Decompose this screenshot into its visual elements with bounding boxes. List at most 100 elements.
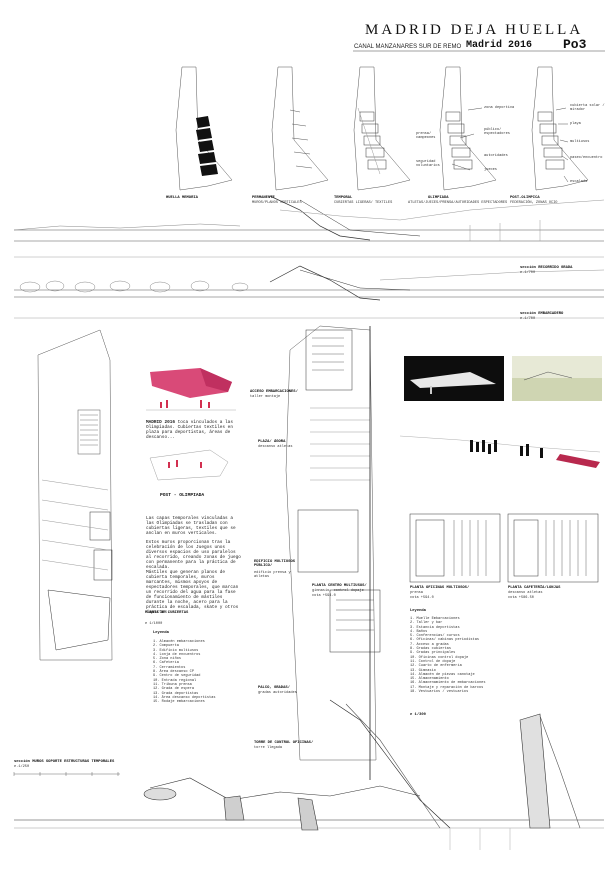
concept-text-3: Estos muros proporcionan tras la celebra… (146, 540, 241, 570)
phase-caption-temporal: CUBIERTAS LIGERAS/ TEXTILES (334, 201, 393, 205)
legend-title-left: Leyenda (153, 631, 169, 635)
section-1-scale: e.1/700 (520, 271, 536, 275)
plan-oficinas-title: PLANTA OFICINAS MULTIUSOS/ (410, 586, 470, 590)
plan-cafeteria-sub: descanso atletas (508, 591, 543, 595)
legend-left-item: 1. Almacén embarcaciones (153, 640, 205, 644)
concept-text-4: Mástiles que generan planos de cubierta … (146, 570, 239, 615)
legend-title-right: Leyenda (410, 609, 426, 613)
callout-edificio-sub: edificio prensa y atletas (254, 571, 291, 580)
legend-right-item: 13. Gimnasio (410, 668, 436, 673)
legend-right-item: 2. Taller y bar (410, 621, 443, 626)
section-bottom-scale: e.1/250 (14, 765, 30, 769)
legend-right-item: 10. Oficinas control dopaje (410, 655, 469, 660)
legend-right-item: 6. Oficinas/ cabinas periodistas (410, 638, 480, 643)
phase-title-huella: HUELLA MEMORIA (166, 196, 198, 200)
sheet-code: Po3 (563, 37, 587, 52)
label-cubierta-solar: cubierta solar / mirador (570, 104, 605, 113)
label-playa: playa (570, 122, 581, 126)
label-zona-deportiva: zona deportiva (484, 106, 515, 110)
phase-title-post: POST-OLIMPICA (510, 196, 540, 200)
legend-right-item: 7. Acceso a gradas (410, 642, 449, 647)
phase-title-temporal: TEMPORAL (334, 196, 353, 200)
plan-cafeteria-lonjas (507, 513, 599, 583)
scale-bar (13, 772, 120, 776)
legend-left-item: 15. Rodaje embarcaciones (153, 700, 205, 705)
legend-left-item: 8. Área descanso CP (153, 670, 194, 675)
legend-left-item: 5. Zona niños (153, 657, 182, 662)
plan-oficinas-multiusos (409, 513, 501, 583)
plan-oficinas-cota: cota +594.0 (410, 596, 434, 600)
legend-right-item: 11. Control de dopaje (410, 659, 456, 664)
legend-right-item: 5. Conferencias/ cursos (410, 634, 460, 639)
legend-right-item: 18. Vestuarios / vestuarios (410, 690, 469, 695)
plan-cubiertas-scale: e 1/1000 (145, 622, 163, 626)
plan-cafeteria-cota: cota +586.50 (508, 596, 534, 600)
callout-edificio: EDIFICIO MULTIUSOS PÚBLICO/ (254, 560, 296, 569)
callout-acceso: ACCESO EMBARCACIONES/ (250, 390, 298, 394)
label-escalada: escalada (570, 180, 588, 184)
concept-text-1: MADRID 2016 toca vinculados a las Olimpi… (146, 420, 242, 440)
legend-left-item: 4. Lonja de encuentros (153, 652, 201, 657)
legend-left-item: 9. Centro de seguridad (153, 674, 201, 679)
legend-left-item: 10. Entrada regional (153, 678, 197, 683)
concept-heading-2: POST - OLIMPIADA (160, 493, 205, 498)
phase-caption-post: FEDERACIÓN, ZONAS OCIO (510, 201, 558, 205)
legend-right-item: 8. Gradas cubiertas (410, 647, 451, 652)
phase-diagram-post-olimpica (531, 66, 589, 191)
project-subtitle: CANAL MANZANARES SUR DE REMO (354, 44, 462, 50)
callout-acceso-sub: taller montaje (250, 395, 281, 399)
callout-plaza-sub: descanso atletas (258, 445, 293, 449)
legend-right-item: 15. Almacenamiento (410, 677, 449, 682)
callout-palco: PALCO, GRADAS/ (258, 686, 290, 690)
section-recorrido-grada (13, 195, 605, 242)
legend-left-item: 2. Compuerta (153, 644, 179, 649)
legend-left-item: 6. Cafetería (153, 661, 179, 666)
legend-left-item: 14. Área descanso deportistas (153, 695, 216, 700)
label-jueces: jueces (484, 168, 497, 172)
render-night (404, 356, 504, 401)
phase-title-permanente: PERMANENTE (252, 196, 275, 200)
callout-plaza: PLAZA/ ÁGORA (258, 440, 286, 444)
phase-title-olimpiada: OLIMPIADA (428, 196, 449, 200)
callout-torre-sub: torre llegada (254, 746, 283, 750)
legend-right-item: 16. Almacenamiento de embarcaciones (410, 681, 486, 686)
legend-left-item: 7. Cerramientos (153, 665, 186, 670)
legend-right-item: 4. Baños (410, 629, 428, 634)
section-bottom-label: sección MUROS SOPORTE ESTRUCTURAS TEMPOR… (14, 760, 115, 764)
concept-membrane-pink (146, 368, 236, 411)
legend-left-item: 12. Grada de espera (153, 687, 194, 692)
phase-diagram-permanente (271, 66, 329, 191)
legend-right-item: 14. Almacén de piezas canotaje (410, 672, 475, 677)
section-1-label: sección RECORRIDO GRADA (520, 266, 573, 270)
concept-body-1: toca vinculados a las Olimpiadas. Cubier… (146, 420, 233, 440)
phase-diagram-huella (175, 66, 233, 191)
legend-right-item: 12. Cuarto de enfermería (410, 664, 462, 669)
concept-heading-1: MADRID 2016 (146, 420, 175, 425)
plan-oficinas-sub: prensa (410, 591, 423, 595)
callout-centro-sub: gimnasio, control dopaje (312, 589, 364, 593)
section-2-label: sección EMBARCADERO (520, 312, 564, 316)
legend-right-item: 17. Montaje y reparación de barcos (410, 685, 484, 690)
master-plan (285, 325, 381, 761)
legend-right-item: 3. Estancia deportistas (410, 625, 460, 630)
section-embarcadero (14, 265, 605, 301)
event-name: Madrid 2016 (466, 40, 533, 51)
right-scale: e 1/300 (410, 713, 426, 717)
site-plan-cubiertas (37, 329, 113, 661)
legend-right-item: 1. Muelle Embarcaciones (410, 617, 460, 621)
section-muros-soporte (14, 699, 604, 850)
callout-torre: TORRE DE CONTROL OFICINAS/ (254, 741, 314, 745)
plan-cubiertas-title: PLANTA DE CUBIERTAS (145, 611, 189, 615)
phase-caption-olimpiada: ATLETAS/JUECES/PRENSA/AUTORIDADES ESPECT… (408, 201, 508, 205)
callout-centro: PLANTA CENTRO MULTIUSOS/ (312, 584, 367, 588)
plan-cafeteria-title: PLANTA CAFETERÍA/LONJAS (508, 586, 561, 590)
concept-sketch-white (149, 449, 229, 481)
callout-centro-cota: cota +594.0 (312, 594, 336, 598)
legend-right-item: 9. Gradas principales (410, 651, 456, 656)
label-paseo: paseo/encuentro (570, 156, 603, 160)
phase-diagram-olimpiada (439, 66, 497, 191)
legend-left-item: 11. Tribuna prensa (153, 682, 192, 687)
